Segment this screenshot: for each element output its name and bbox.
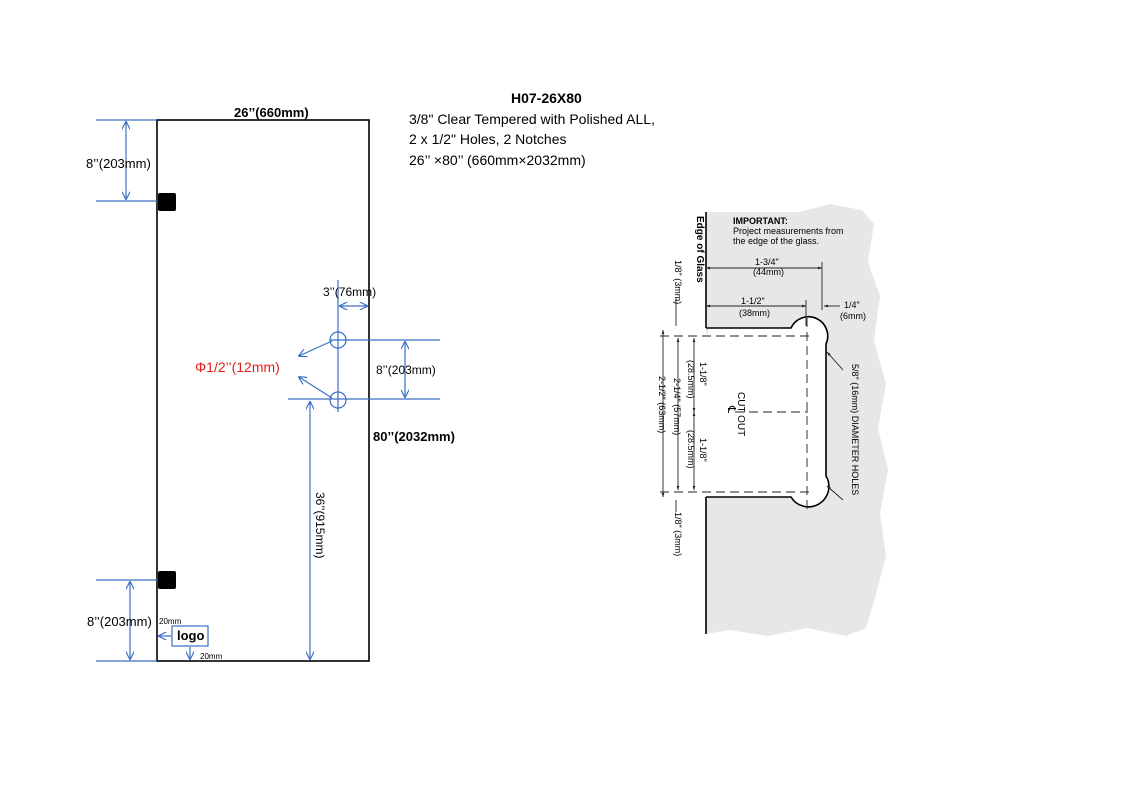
dim-44mm: (44mm) [753,267,784,277]
hole-centerlines [288,280,440,412]
holes-note: 5/8" (16mm) DIAMETER HOLES [850,364,860,495]
hole-diameter-label: Φ1/2’’(12mm) [195,359,280,375]
hole-spacing-dim-label: 8’’(203mm) [376,363,436,377]
hole-diameter-leaders [299,340,333,399]
logo-box [171,625,209,647]
top-notch [158,193,176,211]
spec-line-2: 2 x 1/2" Holes, 2 Notches [409,131,567,147]
dim-1-3-4: 1-3/4" [755,257,779,267]
height-label: 80’’(2032mm) [373,429,455,444]
dim-1-1-8-b: 1-1/8" [698,438,708,462]
logo-offset-bottom: 20mm [200,652,223,661]
dim-2-1-4: 2-1/4" (57mm) [672,378,682,435]
centerline-symbol: ℄ [725,405,737,413]
glass-outline [156,119,370,662]
dim-2-1-2: 2-1/2" (63mm) [657,376,667,433]
dim-1-4: 1/4" [844,300,860,310]
edge-of-glass-label: Edge of Glass [694,216,705,283]
dim-1-1-2: 1-1/2" [741,296,765,306]
dim-28-5-b: (28.5mm) [686,430,696,469]
notch-detail [660,204,888,636]
logo-placement [159,625,209,659]
width-label: 26’’(660mm) [234,105,309,120]
important-title: IMPORTANT: [733,216,788,226]
top-notch-dim-label: 8’’(203mm) [86,156,151,171]
dim-1-1-8-a: 1-1/8" [698,362,708,386]
logo-offset-side: 20mm [159,617,182,626]
spec-code: H07-26X80 [511,90,582,106]
dim-1-8-bottom: 1/8" (3mm) [673,512,683,556]
glass-panel [156,119,370,662]
hole-edge-dim-label: 3’’(76mm) [323,285,376,299]
logo-label: logo [177,628,204,643]
spec-line-3: 26’’ ×80’’ (660mm×2032mm) [409,152,586,168]
bottom-notch-dim-label: 8’’(203mm) [87,614,152,629]
cut-out-label: CUT OUT [735,392,746,436]
bottom-notch-dimension [96,579,157,662]
top-notch-dimension [96,119,157,202]
hole-height-dim-label: 36’’(915mm) [313,492,327,558]
bottom-notch [158,571,176,589]
dim-28-5-a: (28.5mm) [686,360,696,399]
spec-line-1: 3/8" Clear Tempered with Polished ALL, [409,111,655,127]
important-line-1: Project measurements from [733,226,844,236]
dim-1-8-top: 1/8" (3mm) [673,260,683,304]
dim-6mm: (6mm) [840,311,866,321]
dim-38mm: (38mm) [739,308,770,318]
important-line-2: the edge of the glass. [733,236,819,246]
